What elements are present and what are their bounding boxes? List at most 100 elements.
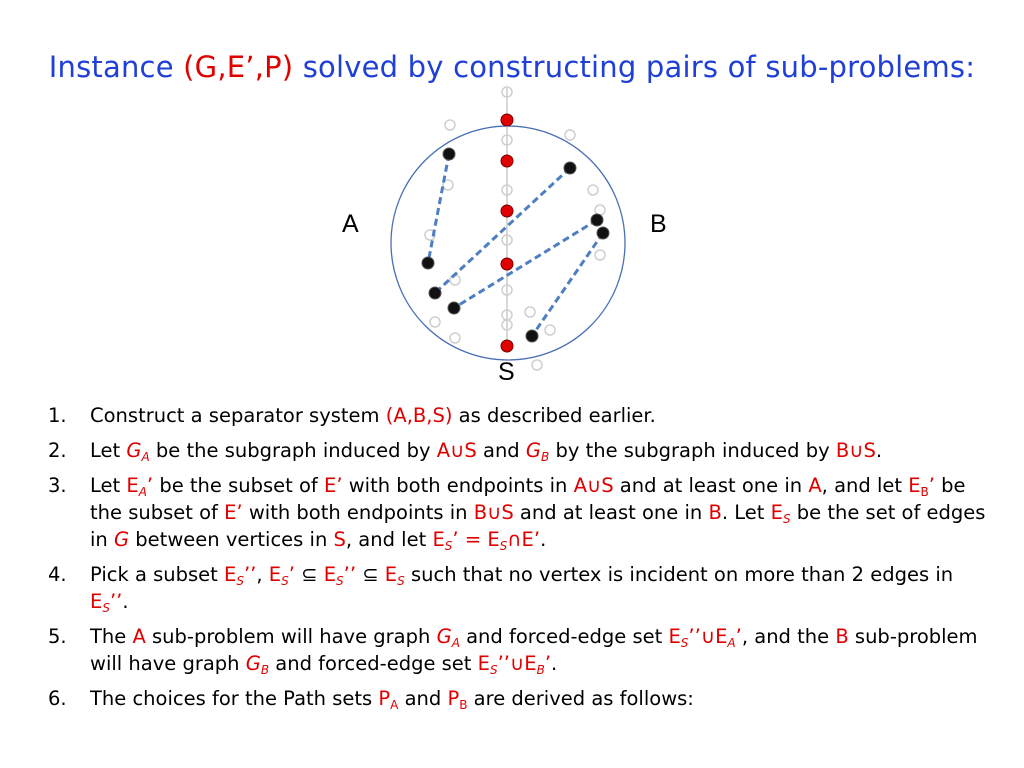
step-subscript: S — [499, 539, 508, 553]
step-subscript: S — [782, 512, 791, 526]
step-term: P — [378, 687, 391, 710]
ghost-vertex — [531, 359, 543, 371]
separator-s-label: S — [498, 358, 515, 386]
step-subscript: S — [489, 663, 498, 677]
ghost-vertex — [524, 306, 536, 318]
ghost-vertex — [424, 229, 436, 241]
step-text: ⊆ — [294, 563, 324, 586]
step-subscript: A — [727, 636, 736, 650]
vertices — [421, 113, 610, 353]
vertex — [590, 213, 604, 227]
separator-vertex — [500, 113, 514, 127]
step-term: ’ — [146, 474, 154, 497]
ghost-vertex — [429, 316, 441, 328]
step-subscript: S — [397, 574, 405, 588]
step-term: ’ — [735, 625, 742, 648]
step-term: G — [525, 439, 542, 462]
step-term: (A,B,S) — [385, 404, 453, 427]
step-subscript: A — [138, 485, 147, 499]
ghost-vertex — [501, 284, 513, 296]
step-text: . — [551, 652, 558, 675]
ghost-vertex — [442, 179, 454, 191]
step-text: and at least one in — [613, 474, 809, 497]
step-text: sub-problem will have graph — [145, 625, 437, 648]
step-text: . — [122, 590, 129, 613]
step-text: Let — [90, 439, 127, 462]
step-term: G — [436, 625, 452, 648]
step-3: 3.Let EA’ be the subset of E’ with both … — [48, 472, 988, 553]
step-term: B — [708, 501, 722, 524]
vertex — [421, 256, 435, 270]
ghost-vertex — [444, 119, 456, 131]
step-text: . Let — [721, 501, 771, 524]
step-text: be the subset of — [153, 474, 324, 497]
step-term: G — [113, 528, 130, 551]
step-subscript: A — [390, 698, 399, 712]
step-term: E — [432, 528, 445, 551]
separator-vertex — [500, 204, 514, 218]
step-text: , — [256, 563, 269, 586]
step-text: The choices for the Path sets — [90, 687, 379, 710]
step-number: 6. — [48, 687, 67, 710]
separator-diagram — [390, 86, 626, 371]
step-text: and at least one in — [513, 501, 709, 524]
ghost-vertex — [501, 234, 513, 246]
step-subscript: S — [336, 574, 344, 588]
step-text: and forced-edge set — [269, 652, 478, 675]
step-text: , and the — [741, 625, 836, 648]
step-term: E — [908, 474, 921, 497]
step-text: with both endpoints in — [342, 474, 574, 497]
step-text: with both endpoints in — [242, 501, 474, 524]
dashed-edges — [426, 153, 605, 337]
step-term: ’’ — [243, 563, 257, 586]
step-2: 2.Let GA be the subgraph induced by A∪S … — [48, 437, 988, 464]
step-6: 6.The choices for the Path sets PA and P… — [48, 685, 988, 712]
step-term: ’’ — [109, 590, 123, 613]
step-subscript: S — [444, 539, 453, 553]
step-text: as described earlier. — [452, 404, 656, 427]
step-term: E — [90, 590, 103, 613]
step-text: be the subgraph induced by — [149, 439, 437, 462]
step-subscript: B — [260, 663, 270, 677]
ghost-vertex — [594, 249, 606, 261]
step-term: S — [333, 528, 346, 551]
step-subscript: S — [102, 601, 110, 615]
step-term: ’ — [452, 528, 459, 551]
step-subscript: B — [920, 485, 929, 499]
step-term: E — [224, 563, 237, 586]
separator-vertex — [500, 154, 514, 168]
step-subscript: B — [541, 450, 550, 464]
step-term: E — [384, 563, 398, 586]
page-title: Instance (G,E’,P) solved by constructing… — [0, 50, 1024, 84]
title-prefix: Instance — [48, 50, 184, 84]
step-term: = E — [458, 528, 500, 551]
separator-vertex — [500, 339, 514, 353]
region-b-label: B — [650, 210, 667, 238]
step-text: Let — [90, 474, 127, 497]
step-text: are derived as follows: — [467, 687, 694, 710]
step-text: Pick a subset — [90, 563, 225, 586]
step-term: B — [835, 625, 849, 648]
step-5: 5.The A sub-problem will have graph GA a… — [48, 623, 988, 677]
step-text: . — [875, 439, 883, 462]
step-term: G — [126, 439, 142, 462]
step-term: ’ — [288, 563, 295, 586]
vertex — [447, 301, 461, 315]
step-number: 5. — [48, 625, 67, 648]
step-text: by the subgraph induced by — [549, 439, 836, 462]
step-term: B∪S — [473, 501, 514, 524]
step-number: 2. — [48, 439, 67, 462]
step-text: sub-problem will have graph — [90, 625, 978, 675]
vertex — [525, 329, 539, 343]
ghost-vertices — [424, 86, 606, 371]
ghost-vertex — [449, 332, 461, 344]
step-term: E — [323, 563, 337, 586]
separator-vertex — [500, 257, 514, 271]
step-text: Construct a separator system — [90, 404, 386, 427]
region-a-label: A — [342, 210, 359, 238]
step-subscript: S — [236, 574, 244, 588]
step-term: A∪S — [436, 439, 477, 462]
step-term: ’’ — [343, 563, 357, 586]
dashed-edge — [453, 218, 598, 310]
step-number: 4. — [48, 563, 67, 586]
